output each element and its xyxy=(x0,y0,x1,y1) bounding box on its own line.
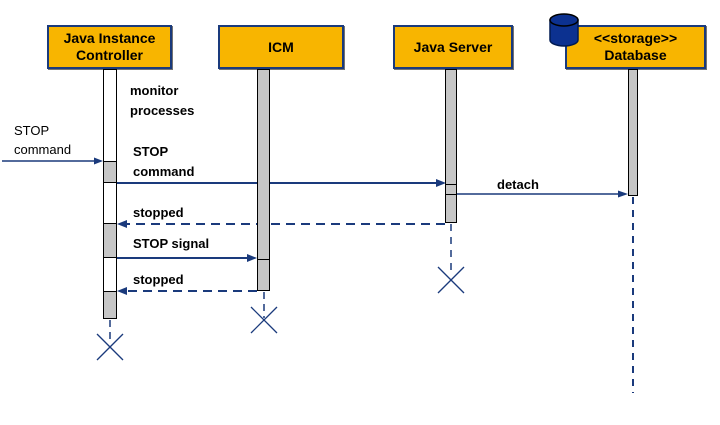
database-cylinder-icon xyxy=(549,13,579,47)
activation-segment-divider xyxy=(445,184,457,185)
lifeline-label: <<storage>> xyxy=(593,30,678,46)
label-line: STOP xyxy=(133,144,169,159)
arrowhead-icon xyxy=(117,287,127,295)
lifeline-label: ICM xyxy=(268,38,294,55)
lifeline-head-database: <<storage>> Database xyxy=(565,25,706,69)
activation-segment-controller-1 xyxy=(103,161,117,183)
arrowhead-icon xyxy=(247,254,257,262)
label-line: STOP signal xyxy=(133,236,210,251)
message-label-stop-command-external: STOP command xyxy=(14,121,71,159)
lifeline-label: Database xyxy=(604,47,667,63)
activation-segment-divider xyxy=(257,259,270,260)
lifeline-label: Controller xyxy=(76,47,143,63)
message-label-stop-command: STOP command xyxy=(133,142,194,182)
message-label-stopped-1: stopped xyxy=(133,203,184,223)
lifeline-head-java-server: Java Server xyxy=(393,25,513,69)
activation-bar-icm xyxy=(257,69,270,291)
message-label-stopped-2: stopped xyxy=(133,270,184,290)
lifeline-head-java-instance-controller: Java Instance Controller xyxy=(47,25,172,69)
label-line: command xyxy=(14,142,72,157)
arrowhead-icon xyxy=(117,220,127,228)
label-line: processes xyxy=(130,103,195,118)
lifeline-label: Java Instance xyxy=(63,30,156,46)
label-line: STOP xyxy=(14,123,50,138)
label-line: command xyxy=(133,164,195,179)
message-label-detach: detach xyxy=(497,175,539,195)
activation-bar-controller xyxy=(103,69,117,319)
activation-bar-database xyxy=(628,69,638,196)
destroy-x-icon-icm xyxy=(250,306,278,334)
activation-segment-divider xyxy=(445,194,457,195)
message-label-monitor-processes: monitor processes xyxy=(130,81,194,121)
activation-segment-controller-3 xyxy=(103,291,117,319)
label-line: stopped xyxy=(133,205,184,220)
activation-bar-java-server xyxy=(445,69,457,223)
arrowhead-icon xyxy=(618,190,628,198)
destroy-x-icon-controller xyxy=(96,333,124,361)
lifeline-head-icm: ICM xyxy=(218,25,344,69)
activation-segment-controller-2 xyxy=(103,223,117,258)
arrowhead-icon xyxy=(94,157,103,165)
lifeline-label: Java Server xyxy=(413,38,493,55)
destroy-x-icon-java-server xyxy=(437,266,465,294)
label-line: monitor xyxy=(130,83,179,98)
label-line: detach xyxy=(497,177,539,192)
message-label-stop-signal: STOP signal xyxy=(133,234,209,254)
label-line: stopped xyxy=(133,272,184,287)
